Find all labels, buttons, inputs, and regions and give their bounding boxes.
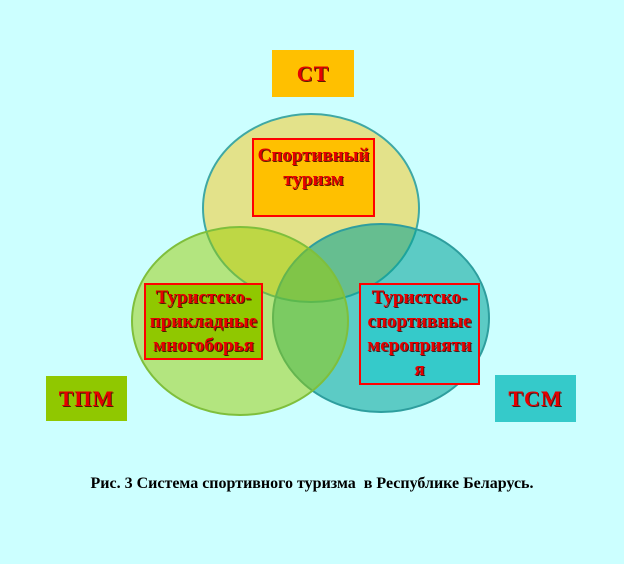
tsm-label-line: Туристско- (371, 287, 468, 308)
tpm-label-line: многоборья (153, 335, 254, 356)
tsm-label-line: я (414, 359, 425, 380)
tsm-label-line: мероприяти (367, 335, 472, 356)
tpm-label-line: прикладные (149, 311, 258, 332)
figure-caption: Рис. 3 Система спортивного туризма в Рес… (90, 475, 534, 492)
tpm-label-box: Туристско- прикладные многоборья (144, 283, 263, 360)
sport-tourism-label-line: туризм (283, 169, 344, 190)
tpm-tag-box: ТПМ (46, 376, 127, 421)
tsm-label-line: спортивные (367, 311, 472, 332)
tpm-tag-label: ТПМ (58, 385, 115, 411)
tsm-tag-label: ТСМ (508, 385, 563, 411)
st-tag-box: СТ (272, 50, 354, 97)
sport-tourism-label-line: Спортивный (257, 145, 370, 166)
tsm-label-box: Туристско- спортивные мероприяти я (359, 283, 480, 385)
tsm-tag-box: ТСМ (495, 375, 576, 422)
tpm-label-line: Туристско- (155, 287, 252, 308)
sport-tourism-label-box: Спортивный туризм (252, 138, 375, 217)
st-tag-label: СТ (296, 60, 330, 86)
